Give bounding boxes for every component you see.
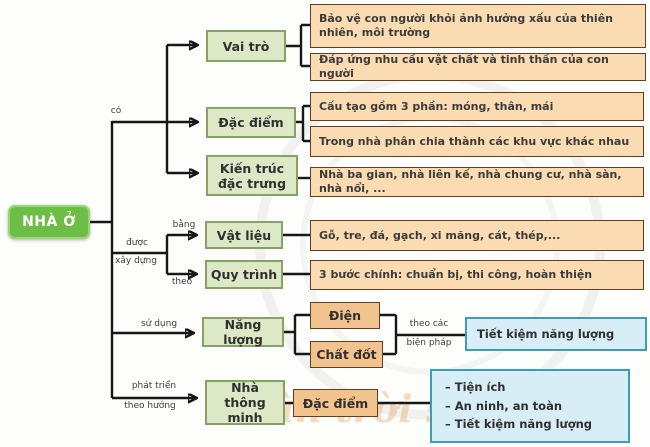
edge-label-phat-trien: phát triển [131,381,177,391]
leaf-smart-features: – Tiện ích – An ninh, an toàn – Tiết kiệ… [430,369,630,443]
node-vai-tro: Vai trò [206,30,286,62]
node-nang-luong: Năng lượng [202,317,284,347]
edge-vai-tro-leaves [286,23,310,68]
node-quy-trinh: Quy trình [205,260,283,289]
leaf-vai-tro-2: Đáp ứng nhu cầu vật chất và tinh thần củ… [310,53,646,81]
leaf-dac-diem-2: Trong nhà phân chia thành các khu vực kh… [310,126,644,157]
node-dac-diem-smart: Đặc điểm [293,389,378,417]
node-dac-diem: Đặc điểm [206,107,296,138]
edge-label-xay-dung: xây dựng [115,256,157,266]
edge-label-theo: theo [171,277,193,287]
edge-label-theo-cac: theo các [409,319,449,329]
edge-label-bien-phap: biện pháp [406,338,452,348]
edge-nang-luong-split [284,313,310,356]
edge-bien-phap [380,313,465,356]
leaf-vai-tro-1: Bảo vệ con người khỏi ảnh hưởng xấu của … [310,4,646,48]
leaf-tiet-kiem-nang-luong: Tiết kiệm năng lượng [465,317,647,351]
edge-label-su-dung: sử dụng [140,319,178,329]
node-nha-o: NHÀ Ở [8,205,90,239]
edge-dac-diem-leaves [296,104,310,143]
leaf-vat-lieu: Gỗ, tre, đá, gạch, xi măng, cát, thép,..… [310,220,644,251]
leaf-dac-diem-1: Cấu tạo gồm 3 phần: móng, thân, mái [310,92,644,121]
node-nha-thong-minh: Nhà thông minh [205,380,285,425]
node-chat-dot: Chất đốt [310,341,383,368]
leaf-quy-trinh: 3 bước chính: chuẩn bị, thi công, hoàn t… [310,260,644,290]
smart-feature-item: – Tiện ích [445,380,506,395]
edge-label-theo-huong: theo hướng [124,401,176,411]
leaf-kien-truc: Nhà ba gian, nhà liên kế, nhà chung cư, … [310,167,644,197]
smart-feature-item: – An ninh, an toàn [445,398,563,413]
edge-label-co: có [110,106,122,116]
node-kien-truc-dac-trung: Kiến trúc đặc trưng [206,155,298,196]
node-dien: Điện [310,302,380,329]
edge-label-bang: bằng [172,220,196,230]
smart-feature-item: – Tiết kiệm năng lượng [445,417,593,432]
edge-label-duoc: được [126,238,148,248]
node-vat-lieu: Vật liệu [205,221,283,249]
